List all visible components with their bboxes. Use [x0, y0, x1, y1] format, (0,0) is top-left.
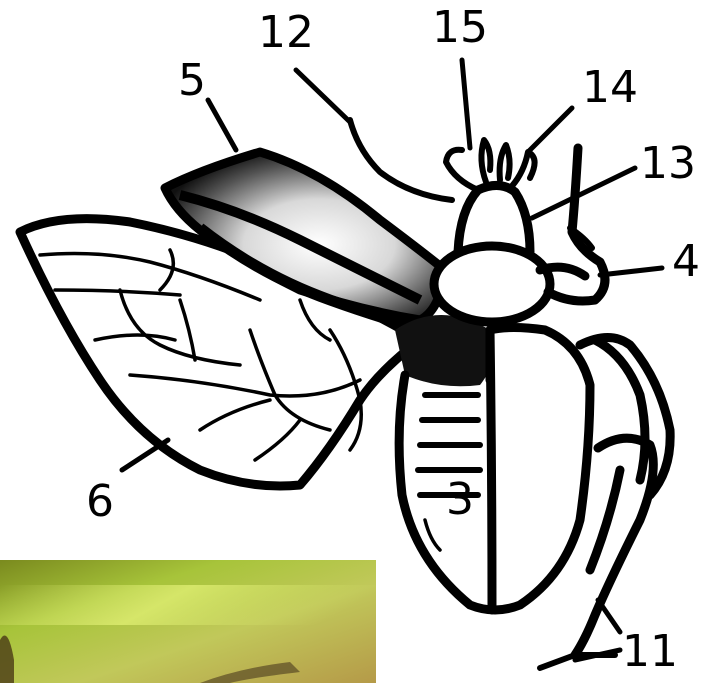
hind-legs: [540, 338, 670, 669]
leader-14: [528, 108, 572, 152]
leader-5: [208, 100, 236, 150]
pronotum: [434, 246, 585, 322]
label-4: 4: [672, 236, 700, 287]
leader-13: [532, 168, 635, 218]
label-14: 14: [582, 62, 638, 113]
label-11: 11: [622, 626, 678, 677]
leader-12: [296, 70, 350, 122]
label-3: 3: [446, 474, 474, 525]
photo-fragment: [0, 560, 376, 683]
leader-11a: [598, 600, 620, 632]
thorax-junction: [395, 315, 493, 386]
label-12: 12: [258, 7, 314, 58]
label-5: 5: [178, 55, 206, 106]
leader-6: [122, 440, 168, 470]
label-6: 6: [86, 476, 114, 527]
antenna: [350, 120, 452, 200]
label-15: 15: [432, 2, 488, 53]
label-13: 13: [640, 138, 696, 189]
leader-4: [600, 268, 662, 275]
leader-15: [462, 60, 470, 148]
foreleg: [548, 148, 605, 301]
